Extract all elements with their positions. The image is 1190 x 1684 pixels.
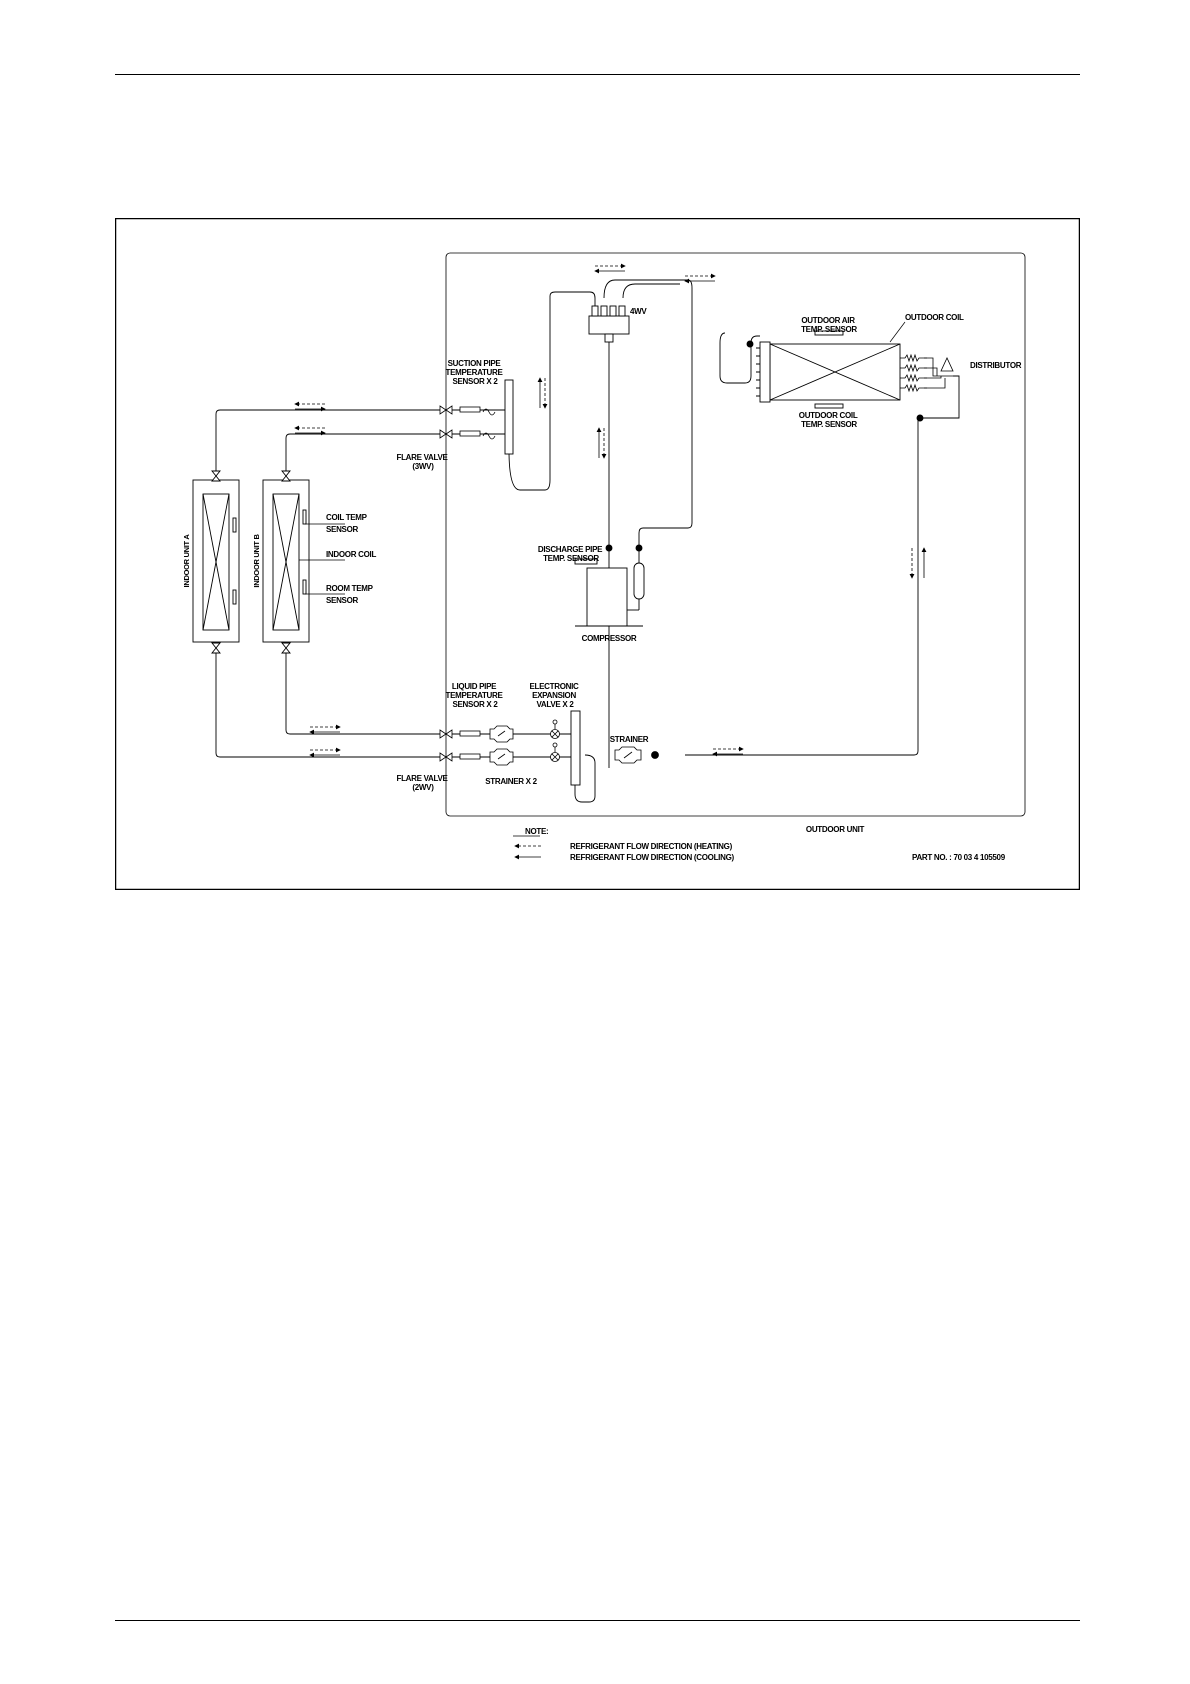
label-indoor-coil: INDOOR COIL <box>326 550 376 559</box>
outdoor-coil <box>746 330 924 422</box>
label-4wv: 4WV <box>630 307 647 316</box>
outer-frame <box>114 217 1081 891</box>
strainer-pair <box>489 725 514 766</box>
outdoor-unit-boundary <box>445 252 1026 817</box>
expansion-valves <box>550 719 560 762</box>
main-strainer <box>614 746 659 764</box>
footer-rule <box>115 1620 1080 1621</box>
legend-heating: REFRIGERANT FLOW DIRECTION (HEATING) <box>570 842 733 851</box>
label-outdoor-coil: OUTDOOR COIL <box>905 313 964 322</box>
label-flare-valve-3wv: FLARE VALVE (3WV) <box>396 453 449 471</box>
liquid-header <box>570 710 581 786</box>
label-suction-sensor: SUCTION PIPE TEMPERATURE SENSOR X 2 <box>446 359 505 386</box>
label-strainer-x2: STRAINER X 2 <box>485 777 537 786</box>
legend-cooling: REFRIGERANT FLOW DIRECTION (COOLING) <box>570 853 734 862</box>
compressor <box>574 544 645 627</box>
flare-valves <box>439 405 453 762</box>
suction-header <box>504 379 514 455</box>
label-coil-temp-sensor: COIL TEMP SENSOR <box>326 513 369 534</box>
pipe-sensors <box>459 406 496 760</box>
header-rule <box>115 74 1080 75</box>
label-discharge-sensor: DISCHARGE PIPE TEMP. SENSOR <box>538 545 604 563</box>
label-compressor: COMPRESSOR <box>582 634 637 643</box>
label-outdoor-air-sensor: OUTDOOR AIR TEMP. SENSOR <box>801 316 857 334</box>
indoor-leader-lines <box>299 523 345 595</box>
label-strainer: STRAINER <box>610 735 649 744</box>
indoor-units <box>192 470 310 654</box>
label-flare-valve-2wv: FLARE VALVE (2WV) <box>396 774 449 792</box>
label-outdoor-unit: OUTDOOR UNIT <box>806 825 865 834</box>
distributor-capillaries <box>900 353 954 393</box>
flow-arrows <box>294 263 927 860</box>
four-way-valve <box>588 305 630 343</box>
part-number: PART NO. : 70 03 4 105509 <box>912 853 1006 862</box>
legend-title: NOTE: <box>525 827 548 836</box>
label-indoor-unit-a: INDOOR UNIT A <box>182 534 191 588</box>
label-distributor: DISTRIBUTOR <box>970 361 1022 370</box>
refrigerant-piping <box>215 279 960 803</box>
label-outdoor-coil-sensor: OUTDOOR COIL TEMP. SENSOR <box>799 411 859 429</box>
label-expansion-valve: ELECTRONIC EXPANSION VALVE X 2 <box>530 682 581 709</box>
label-indoor-unit-b: INDOOR UNIT B <box>252 534 261 588</box>
label-room-temp-sensor: ROOM TEMP SENSOR <box>326 584 374 605</box>
label-liquid-sensor: LIQUID PIPE TEMPERATURE SENSOR X 2 <box>446 682 505 709</box>
refrigerant-circuit-diagram: 4WV OUTDOOR AIR TEMP. SENSOR OUTDOOR COI… <box>114 217 1081 891</box>
